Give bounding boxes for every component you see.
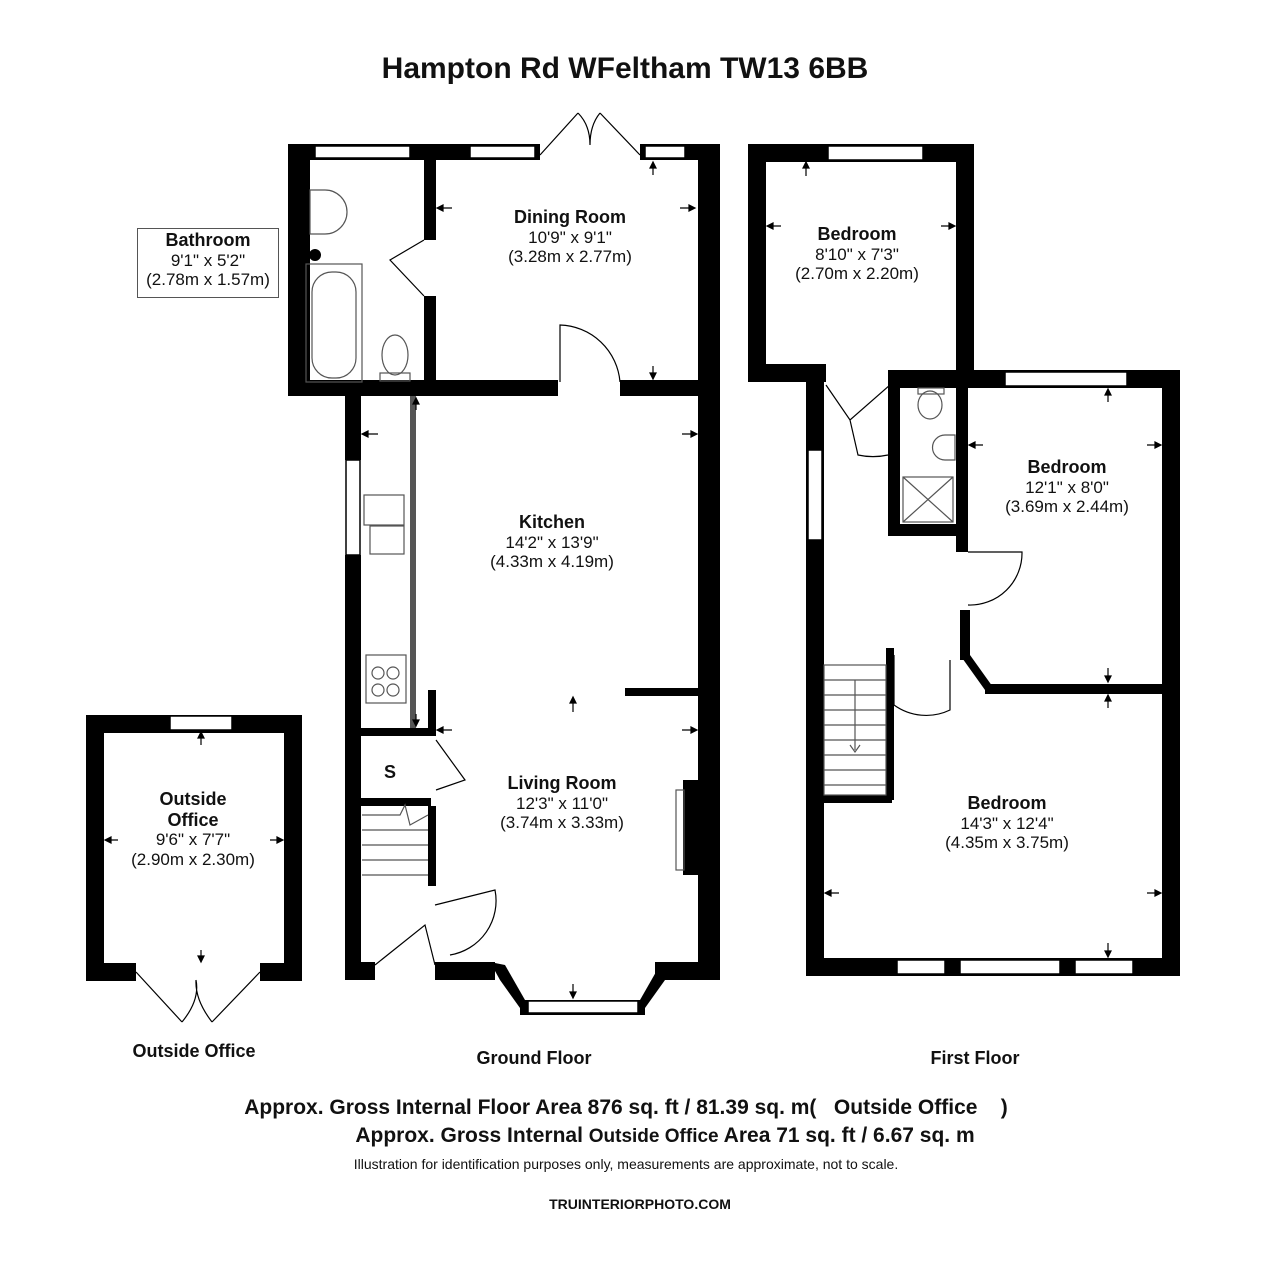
room-metric: (3.28m x 2.77m) [508, 247, 632, 267]
fixtures [305, 189, 956, 876]
room-name: Kitchen [518, 512, 585, 532]
room-metric: (3.74m x 3.33m) [500, 813, 624, 833]
room-imperial: 12'1" x 8'0" [1025, 477, 1109, 497]
floor-area-line: Approx. Gross Internal Floor Area 876 sq… [244, 1096, 1008, 1119]
room-metric: (4.35m x 3.75m) [945, 833, 1069, 853]
room-name: Dining Room [514, 207, 626, 227]
room-imperial: 12'3" x 11'0" [516, 793, 608, 813]
room-imperial: 14'3" x 12'4" [960, 813, 1054, 833]
room-metric: (4.33m x 4.19m) [490, 552, 614, 572]
room-imperial: 14'2" x 13'9" [505, 532, 599, 552]
dimension-arrows [103, 160, 1163, 1000]
room-name: Living Room [507, 773, 617, 793]
room-name: Bedroom [967, 793, 1047, 813]
room-imperial: 8'10" x 7'3" [815, 244, 899, 264]
room-name: S [383, 762, 396, 782]
outside-office-label: Outside Office 9'6" x 7'7" (2.90m x 2.30… [103, 789, 283, 869]
floor-label-ground-floor: Ground Floor [476, 1048, 592, 1068]
room-metric: (2.70m x 2.20m) [795, 264, 919, 284]
dining-room-label: Dining Room 10'9" x 9'1" (3.28m x 2.77m) [470, 207, 670, 267]
area-text-b: Outside Office [588, 1126, 719, 1147]
room-metric: (3.69m x 2.44m) [1005, 497, 1129, 517]
room-name: Bedroom [817, 224, 897, 244]
room-imperial: 9'1" x 5'2" [170, 250, 246, 270]
room-name: Bathroom [165, 230, 251, 250]
room-imperial: 10'9" x 9'1" [528, 227, 612, 247]
room-imperial: 9'6" x 7'7" [155, 830, 231, 850]
plan-title: Hampton Rd WFeltham TW13 6BB [381, 52, 869, 85]
room-name-line2: Office [167, 809, 219, 830]
website-credit: TRUINTERIORPHOTO.COM [549, 1196, 731, 1212]
outside-office-area-line: Approx. Gross Internal Outside Office Ar… [0, 1124, 1280, 1148]
ground-floor-walls [288, 144, 720, 1015]
outside-office-walls [86, 715, 302, 981]
area-text-a: Approx. Gross Internal [355, 1124, 583, 1147]
floor-label-outside-office: Outside Office [132, 1041, 256, 1061]
bathroom-label: Bathroom 9'1" x 5'2" (2.78m x 1.57m) [137, 230, 279, 290]
doors [135, 112, 1023, 1023]
floor-label-first-floor: First Floor [930, 1048, 1020, 1068]
area-text-c: Area 71 sq. ft / 6.67 sq. m [723, 1124, 975, 1147]
room-metric: (2.78m x 1.57m) [146, 270, 270, 290]
room-metric: (2.90m x 2.30m) [131, 849, 255, 869]
disclaimer-note: Illustration for identification purposes… [353, 1156, 899, 1172]
kitchen-label: Kitchen 14'2" x 13'9" (4.33m x 4.19m) [452, 512, 652, 572]
bedroom-2-label: Bedroom 12'1" x 8'0" (3.69m x 2.44m) [967, 457, 1167, 517]
room-name-line1: Outside [159, 789, 227, 809]
bedroom-1-label: Bedroom 8'10" x 7'3" (2.70m x 2.20m) [757, 224, 957, 284]
living-room-label: Living Room 12'3" x 11'0" (3.74m x 3.33m… [462, 773, 662, 833]
windows [169, 145, 1134, 1014]
store-label: S [375, 762, 405, 783]
room-name: Bedroom [1027, 457, 1107, 477]
bathroom-label-box [137, 228, 279, 298]
bedroom-3-label: Bedroom 14'3" x 12'4" (4.35m x 3.75m) [907, 793, 1107, 853]
